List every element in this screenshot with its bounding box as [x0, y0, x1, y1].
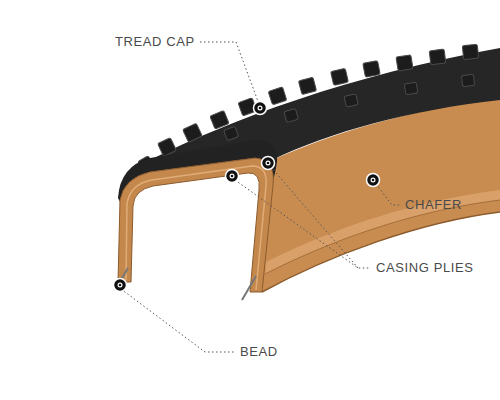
- casing-section: [118, 158, 273, 292]
- part-label: BEAD: [240, 344, 278, 360]
- casing-ply-line: [126, 166, 266, 290]
- part-label: CHAFER: [405, 197, 462, 213]
- bead-wire: [242, 276, 256, 300]
- marker-dots: [114, 102, 380, 292]
- part-label: CASING PLIES: [376, 260, 474, 276]
- sidewall-edge: [262, 212, 500, 292]
- part-label: TREAD CAP: [115, 34, 195, 50]
- leader-lines: [121, 42, 400, 352]
